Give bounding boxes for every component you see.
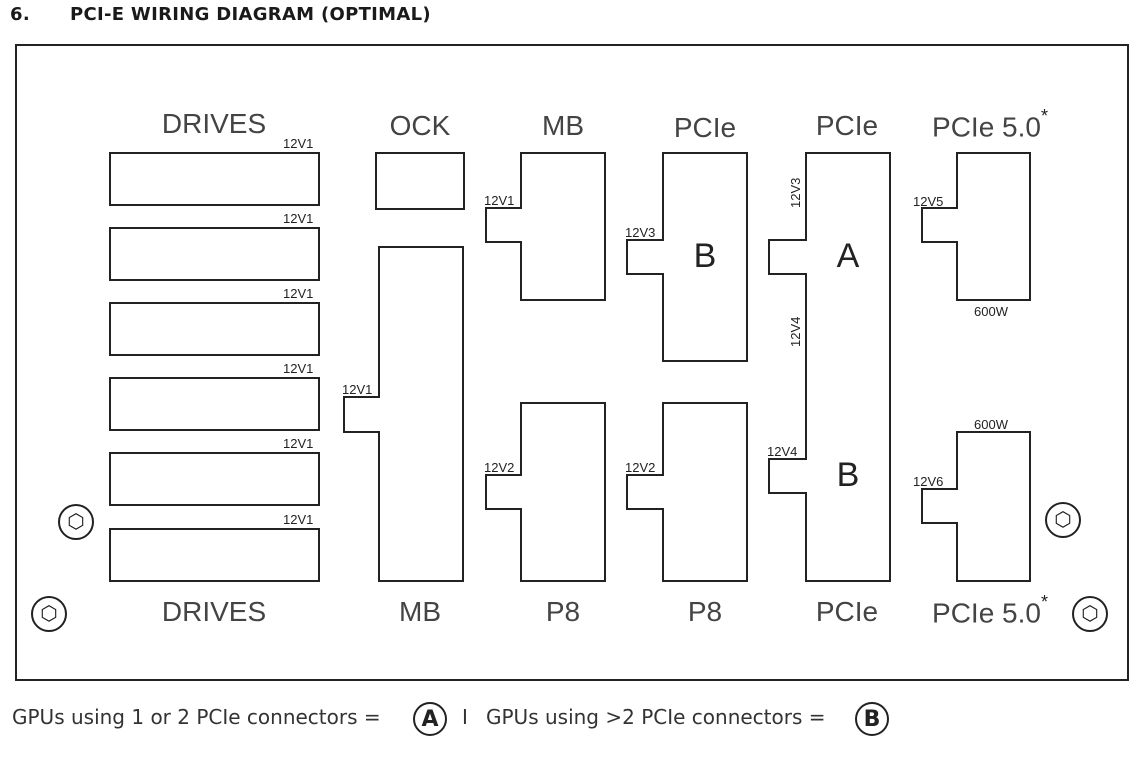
page-title: 6. PCI-E WIRING DIAGRAM (OPTIMAL) — [10, 4, 431, 25]
drive-port-6 — [109, 528, 320, 582]
drive-rail-3: 12V1 — [283, 286, 314, 301]
diagram-frame — [15, 44, 1129, 681]
mb-main-port — [343, 246, 464, 582]
drive-port-5 — [109, 452, 320, 506]
mb-cpu-port — [485, 152, 606, 301]
screw-hole-icon: ⬡ — [31, 596, 67, 632]
marker-a: A — [836, 237, 860, 275]
section-title: PCI-E WIRING DIAGRAM (OPTIMAL) — [70, 4, 431, 25]
section-number: 6. — [10, 4, 30, 25]
pcie5-bottom-port — [921, 431, 1031, 582]
drive-rail-2: 12V1 — [283, 211, 314, 226]
rail-pcie-mid: 12V4 — [788, 316, 803, 347]
drive-rail-5: 12V1 — [283, 436, 314, 451]
screw-hole-icon: ⬡ — [58, 504, 94, 540]
marker-b-lower: B — [836, 456, 860, 494]
ock-port — [375, 152, 465, 210]
label-drives-top: DRIVES — [161, 108, 267, 139]
rail-pcie-b-upper: 12V3 — [625, 225, 656, 240]
wattage-top: 600W — [974, 304, 1008, 319]
asterisk-top: * — [1040, 106, 1048, 126]
label-p8-left: P8 — [545, 596, 581, 627]
rail-p8-right: 12V2 — [625, 460, 656, 475]
rail-p8-left: 12V2 — [484, 460, 515, 475]
rail-mb-top: 12V1 — [484, 193, 515, 208]
rail-pcie5-top: 12V5 — [913, 194, 944, 209]
legend-text-2: GPUs using >2 PCIe connectors = — [486, 705, 826, 729]
wattage-bottom: 600W — [974, 417, 1008, 432]
label-pcie-col1: PCIe — [673, 112, 737, 143]
screw-hole-icon: ⬡ — [1072, 596, 1108, 632]
p8-right-port — [626, 402, 748, 582]
p8-left-port — [485, 402, 606, 582]
rail-pcie-a-top: 12V3 — [788, 177, 803, 208]
drive-rail-6: 12V1 — [283, 512, 314, 527]
label-mb-top: MB — [542, 110, 584, 141]
pcie5-top-port — [921, 152, 1031, 301]
pcie-b-upper-port — [626, 152, 748, 362]
legend-b-badge: B — [855, 702, 889, 736]
legend-text-1: GPUs using 1 or 2 PCIe connectors = — [12, 705, 381, 729]
rail-pcie-a-bottom: 12V4 — [767, 444, 798, 459]
marker-b-upper: B — [693, 237, 717, 275]
legend-separator: I — [462, 705, 468, 729]
drive-rail-1: 12V1 — [283, 136, 314, 151]
label-pcie-bottom: PCIe — [815, 596, 879, 627]
label-mb-bottom: MB — [399, 596, 441, 627]
drive-port-2 — [109, 227, 320, 281]
legend-a-badge: A — [413, 702, 447, 736]
label-p8-right: P8 — [687, 596, 723, 627]
asterisk-bottom: * — [1040, 592, 1048, 612]
label-pcie5-top: PCIe 5.0* — [932, 106, 1048, 143]
screw-hole-icon: ⬡ — [1045, 502, 1081, 538]
label-pcie5-bottom-text: PCIe 5.0 — [932, 597, 1041, 629]
drive-port-4 — [109, 377, 320, 431]
drive-port-3 — [109, 302, 320, 356]
rail-pcie5-bottom: 12V6 — [913, 474, 944, 489]
label-pcie-col2: PCIe — [815, 110, 879, 141]
label-pcie5-bottom: PCIe 5.0* — [932, 592, 1048, 629]
drive-rail-4: 12V1 — [283, 361, 314, 376]
rail-mb-main: 12V1 — [342, 382, 373, 397]
label-pcie5-top-text: PCIe 5.0 — [932, 111, 1041, 143]
label-ock: OCK — [389, 110, 451, 141]
drive-port-1 — [109, 152, 320, 206]
label-drives-bottom: DRIVES — [161, 596, 267, 627]
pcie-tall-port — [768, 152, 891, 582]
